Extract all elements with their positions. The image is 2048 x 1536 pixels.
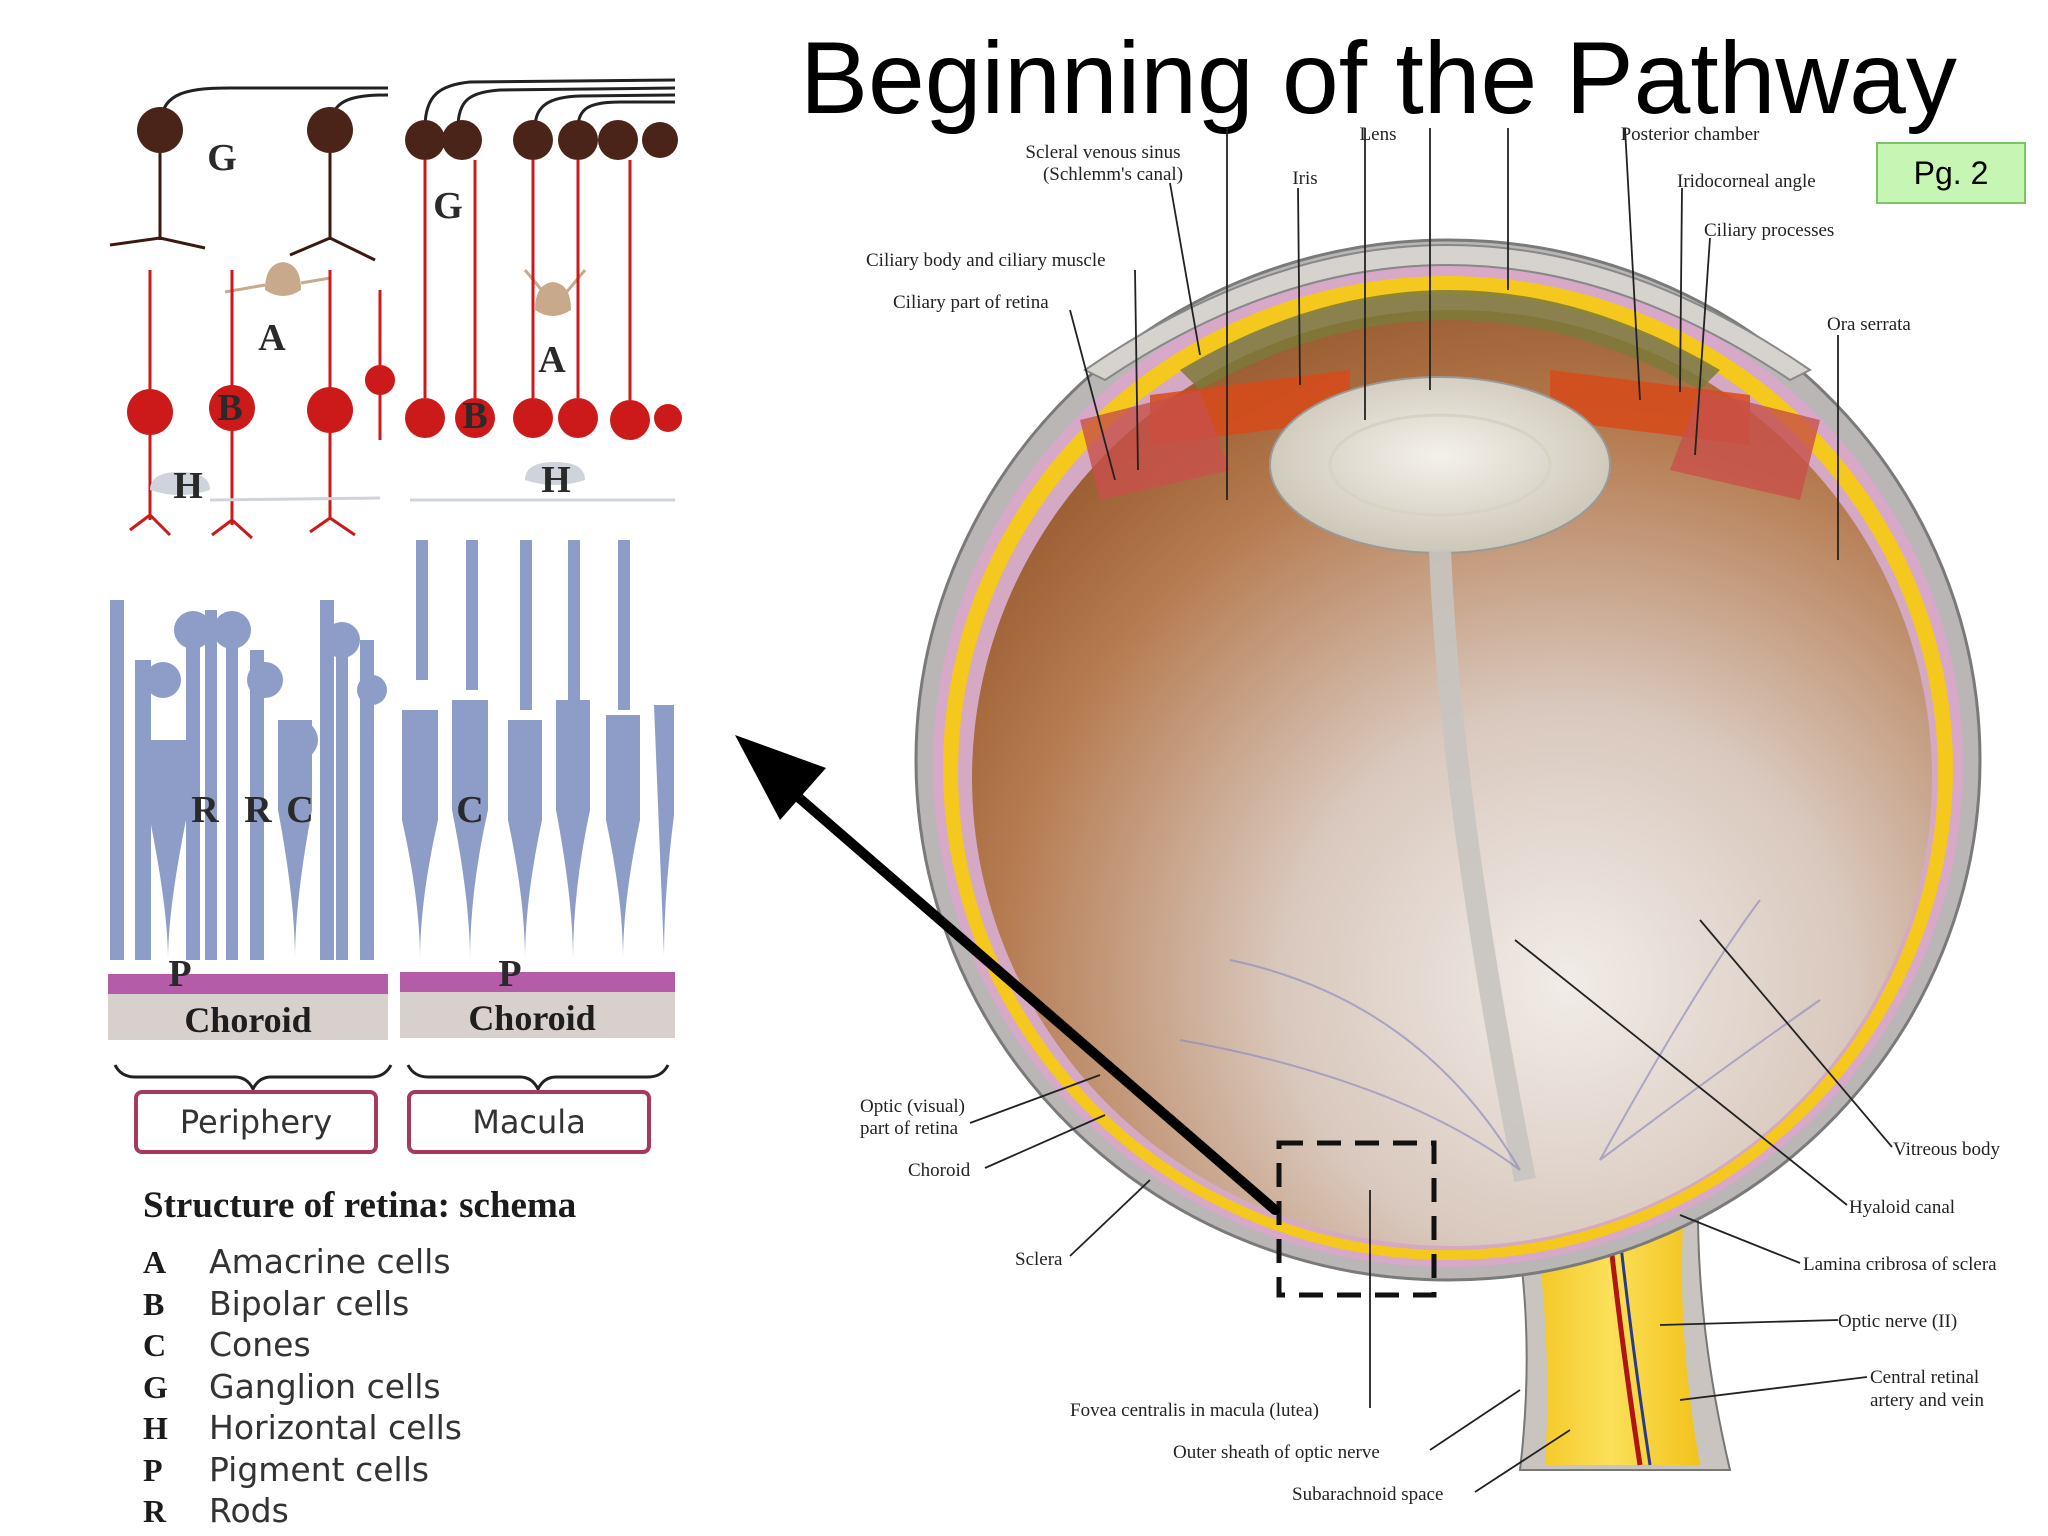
label-ciliary-body: Ciliary body and ciliary muscle — [866, 250, 1106, 271]
fovea-highlight-box — [1276, 1140, 1437, 1298]
legend-key: C — [143, 1327, 167, 1363]
legend-item: B Bipolar cells — [143, 1284, 462, 1326]
label-sclera: Sclera — [1015, 1249, 1063, 1270]
label-optic-nerve: Optic nerve (II) — [1838, 1311, 1957, 1332]
bipolar-cells — [127, 365, 395, 435]
ciliary-body-left — [1080, 390, 1230, 500]
label-hyaloid-canal: Hyaloid canal — [1849, 1197, 1955, 1218]
legend-key: P — [143, 1451, 163, 1488]
macula-panel: G A B H C P Choroid — [400, 78, 682, 1093]
legend-text: Pigment cells — [209, 1449, 430, 1489]
periphery-panel: G A B H R R C P Choroid — [108, 86, 395, 1093]
pigment-layer — [400, 972, 675, 992]
label-ora-serrata: Ora serrata — [1827, 314, 1911, 335]
legend-key: R — [143, 1493, 167, 1529]
lens — [1269, 376, 1611, 554]
legend-text: Cones — [209, 1325, 311, 1364]
photoreceptors-periphery — [110, 600, 387, 960]
label-h-periphery: H — [173, 465, 203, 507]
legend-key: H — [143, 1410, 168, 1446]
ganglion-cell — [307, 107, 353, 153]
choroid-layer — [400, 992, 675, 1038]
legend-item: C Cones — [143, 1325, 462, 1367]
label-scleral-sinus-1: Scleral venous sinus — [1025, 142, 1180, 163]
label-r-periphery-2: R — [244, 789, 272, 831]
ciliary-body-right — [1670, 390, 1820, 500]
label-ciliary-processes: Ciliary processes — [1704, 220, 1834, 241]
label-outer-sheath: Outer sheath of optic nerve — [1173, 1442, 1380, 1463]
legend-text: Bipolar cells — [209, 1283, 410, 1323]
photoreceptors-macula — [402, 540, 674, 960]
legend-text: Ganglion cells — [209, 1366, 441, 1406]
pigment-layer — [108, 974, 388, 994]
label-lamina-cribrosa: Lamina cribrosa of sclera — [1803, 1254, 1997, 1275]
label-ciliary-part-retina: Ciliary part of retina — [893, 292, 1049, 313]
label-vitreous-body: Vitreous body — [1893, 1139, 2001, 1160]
legend-item: P Pigment cells — [143, 1450, 462, 1492]
label-p-periphery: P — [168, 953, 191, 995]
legend-item: R Rods — [143, 1491, 462, 1533]
hyaloid-canal-band — [1429, 549, 1536, 1183]
region-periphery: Periphery — [134, 1090, 378, 1154]
legend-text: Horizontal cells — [209, 1408, 462, 1447]
ganglion-cell — [137, 107, 183, 153]
label-a-periphery: A — [258, 317, 286, 359]
legend-text: Rods — [209, 1491, 289, 1530]
label-p-macula: P — [498, 953, 521, 995]
ganglion-cells-macula — [405, 120, 678, 160]
label-b-periphery: B — [217, 387, 242, 429]
label-r-periphery-1: R — [191, 789, 219, 831]
horizontal-cell — [150, 472, 210, 495]
label-c-macula: C — [456, 789, 483, 831]
label-lens-cut: Lens — [1360, 124, 1397, 145]
eye-cross-section: Lens Posterior chamber Scleral venous si… — [860, 124, 2001, 1505]
horizontal-cell — [525, 462, 585, 485]
page-number-badge: Pg. 2 — [1876, 142, 2026, 204]
legend-item: H Horizontal cells — [143, 1408, 462, 1450]
choroid-label-periphery: Choroid — [184, 1000, 311, 1040]
label-g-periphery: G — [207, 137, 237, 179]
label-iridocorneal-angle: Iridocorneal angle — [1677, 171, 1816, 192]
pointer-arrow — [735, 735, 1280, 1215]
amacrine-cell — [265, 262, 301, 296]
label-iris: Iris — [1292, 168, 1317, 189]
label-optic-part-1: Optic (visual) — [860, 1096, 965, 1117]
cornea — [1083, 244, 1812, 382]
legend-key: G — [143, 1368, 168, 1405]
choroid-layer — [108, 994, 388, 1040]
label-central-retinal-1: Central retinal — [1870, 1367, 1979, 1388]
legend: A Amacrine cells B Bipolar cells C Cones… — [143, 1242, 462, 1533]
label-a-macula: A — [538, 339, 566, 381]
legend-text: Amacrine cells — [209, 1242, 451, 1281]
label-choroid-eye: Choroid — [908, 1160, 971, 1181]
choroid-label-macula: Choroid — [468, 998, 595, 1038]
bipolar-cells-macula — [405, 398, 682, 440]
legend-key: A — [143, 1244, 167, 1280]
retina-schema: G A B H R R C P Choroid — [108, 78, 682, 1093]
legend-title: Structure of retina: schema — [143, 1185, 577, 1226]
label-c-periphery: C — [286, 789, 313, 831]
label-h-macula: H — [541, 459, 571, 501]
label-central-retinal-2: artery and vein — [1870, 1390, 1984, 1411]
label-g-macula: G — [433, 185, 463, 227]
slide-title: Beginning of the Pathway — [800, 21, 1957, 135]
label-fovea: Fovea centralis in macula (lutea) — [1070, 1400, 1319, 1421]
region-macula: Macula — [407, 1090, 651, 1154]
legend-item: A Amacrine cells — [143, 1242, 462, 1284]
legend-key: B — [143, 1285, 165, 1322]
label-subarachnoid: Subarachnoid space — [1292, 1484, 1443, 1505]
label-optic-part-2: part of retina — [860, 1118, 959, 1139]
label-b-macula: B — [462, 395, 487, 437]
label-scleral-sinus-2: (Schlemm's canal) — [1043, 164, 1183, 185]
label-posterior-chamber-cut: Posterior chamber — [1621, 124, 1760, 145]
legend-item: G Ganglion cells — [143, 1367, 462, 1409]
